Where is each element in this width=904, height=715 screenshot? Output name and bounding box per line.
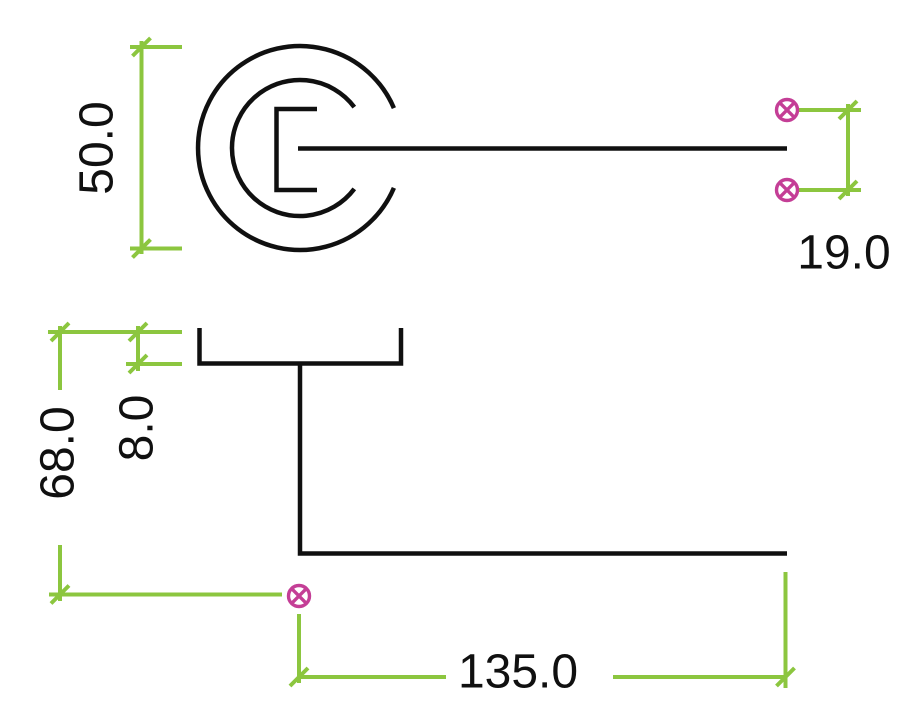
tick-mark — [837, 99, 859, 121]
dimension-rose-diameter — [130, 36, 182, 259]
lever-profile — [297, 363, 787, 556]
dimension-label-fixing-centres: 19.0 — [797, 227, 890, 280]
circle-x-marker-icon — [286, 583, 312, 609]
tick-mark — [775, 666, 796, 688]
dimension-lever-length — [288, 572, 796, 688]
dimension-fixing-centres — [797, 99, 861, 201]
rose-outer-arc — [195, 43, 396, 253]
dimension-rose-thickness — [48, 321, 182, 375]
tick-mark — [131, 36, 152, 58]
dimension-label-rose-thickness: 8.0 — [111, 395, 164, 462]
dimension-overall-projection — [49, 321, 282, 605]
tick-mark — [49, 321, 71, 343]
spindle-bracket — [274, 106, 317, 193]
circle-x-marker-icon — [774, 177, 800, 203]
dimension-label-lever-length: 135.0 — [458, 646, 578, 699]
tick-mark — [837, 179, 859, 201]
circle-x-marker-icon — [774, 97, 800, 123]
side-view — [197, 328, 787, 556]
tick-mark — [127, 353, 149, 375]
dimension-label-overall-projection: 68.0 — [32, 406, 85, 499]
tick-mark — [49, 584, 71, 605]
fixing-point-markers — [286, 97, 800, 609]
tick-mark — [131, 238, 152, 259]
rose-profile — [197, 328, 404, 366]
dimension-label-rose-diameter: 50.0 — [71, 101, 124, 194]
tick-mark — [127, 321, 149, 343]
front-view — [195, 43, 787, 253]
tick-mark — [288, 666, 310, 688]
rose-inner-arc — [229, 77, 357, 219]
